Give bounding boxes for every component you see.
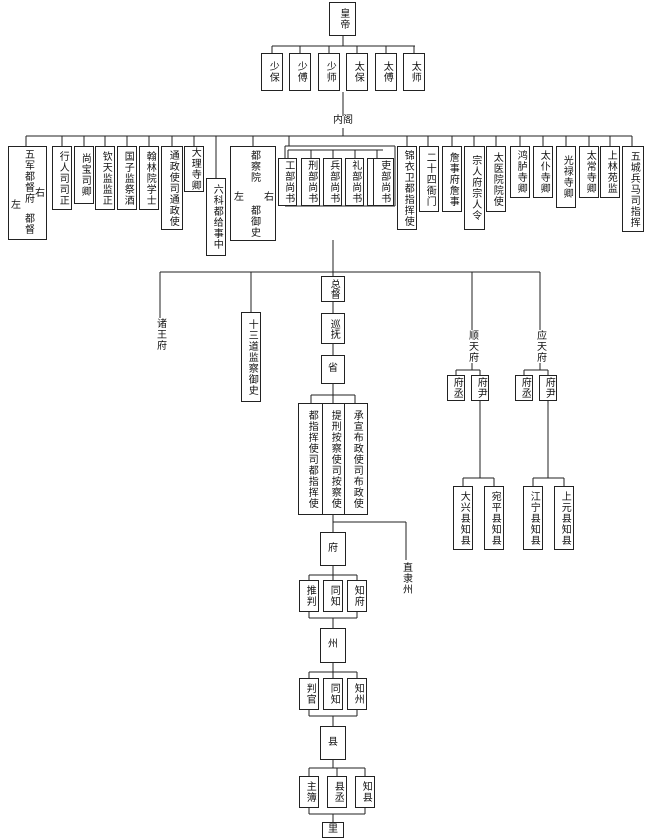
node-guozi: 国子监祭酒 [117, 146, 137, 210]
node-zhanshi: 詹事府詹事 [442, 146, 462, 212]
node-xingren: 行人司司正 [52, 146, 72, 210]
node-fu: 府 [320, 532, 346, 566]
node-zhubu: 主簿 [299, 776, 319, 808]
node-fuyin2: 府尹 [539, 375, 557, 401]
node-zhou: 州 [320, 628, 346, 663]
wujun-left-label: 左 [11, 200, 21, 211]
node-shangyuan: 上元县知县 [554, 486, 574, 550]
node-taichang: 太常寺卿 [579, 146, 599, 198]
node-jinyiwei: 锦衣卫都指挥使 [397, 146, 417, 230]
wujun-right-label: 右 [35, 188, 45, 199]
node-bingbu: 兵部尚书 [323, 158, 342, 206]
node-shisandao: 十三道监察御史 [241, 312, 261, 402]
node-shangbao: 尚宝司卿 [74, 146, 94, 204]
node-dali: 大理寺卿 [184, 146, 204, 192]
node-qintian: 钦天监监正 [95, 146, 115, 210]
node-fuyin1: 府尹 [471, 375, 489, 401]
node-chengxuan: 承宣布政使司布政使 [344, 403, 368, 515]
node-duchayuan: 都察院 左 右 都御史 [230, 146, 276, 241]
node-tuipan: 推判 [299, 580, 319, 612]
node-zongdu: 总督 [321, 276, 345, 302]
node-daxing: 大兴县知县 [453, 486, 473, 550]
node-hanlin: 翰林院学士 [139, 146, 159, 210]
node-wanping: 宛平县知县 [484, 486, 504, 550]
node-libu-personnel: 吏部尚书 [373, 158, 394, 206]
duchayuan-right-label: 右 [264, 192, 274, 203]
node-xian: 县 [320, 726, 346, 760]
node-sheng: 省 [321, 355, 345, 384]
node-libu-rites: 礼部尚书 [345, 158, 364, 206]
node-emperor: 皇帝 [329, 2, 356, 36]
node-xiancheng: 县丞 [327, 776, 347, 808]
node-tongzhi-fu: 同知 [323, 580, 343, 612]
node-honglu: 鸿胪寺卿 [510, 146, 530, 198]
node-zhilizhou: 直隶州 [400, 562, 412, 595]
node-panguan: 判官 [299, 678, 319, 710]
node-zhuwangfu: 诸王府 [154, 318, 166, 351]
duchayuan-left-label: 左 [234, 192, 244, 203]
node-tongzhi-zhou: 同知 [323, 678, 343, 710]
node-fucheng2: 府丞 [515, 375, 533, 401]
node-wucheng: 五城兵马司指挥 [622, 146, 644, 232]
node-wujun: 五军都督府 左 右 都督 [8, 146, 47, 240]
node-xingbu: 刑部尚书 [301, 158, 320, 206]
node-fucheng1: 府丞 [447, 375, 465, 401]
node-shuntian: 顺天府 [466, 330, 478, 363]
node-taishi: 太师 [403, 53, 425, 91]
node-shaofu: 少傅 [289, 53, 311, 91]
node-taifu: 太傅 [375, 53, 397, 91]
node-zhizhou: 知州 [347, 678, 367, 710]
node-taiyi: 太医院院使 [486, 146, 506, 212]
node-shaobao: 少保 [261, 53, 283, 91]
node-ershisi: 二十四衙门 [419, 146, 439, 212]
node-neige: 内阁 [329, 115, 357, 127]
wujun-title: 五军都督府 [22, 149, 34, 204]
node-jiangning: 江宁县知县 [523, 486, 543, 550]
node-tongzheng: 通政使司通政使 [161, 146, 183, 230]
node-shaoshi: 少师 [318, 53, 340, 91]
node-zhifu: 知府 [347, 580, 367, 612]
duchayuan-duyushi: 都御史 [248, 205, 260, 238]
node-taipu: 太仆寺卿 [533, 146, 553, 198]
node-li: 里 [322, 822, 344, 838]
wujun-dudu: 都督 [22, 213, 34, 235]
node-yingtian: 应天府 [534, 330, 546, 363]
node-taibao: 太保 [346, 53, 368, 91]
node-shanglin: 上林苑监 [600, 146, 620, 198]
node-duzhihui: 都指挥使司都指挥使 [298, 403, 324, 515]
node-gongbu: 工部尚书 [278, 158, 297, 206]
node-xunfu: 巡抚 [321, 313, 345, 344]
node-tixing: 提刑按察使司按察使 [322, 403, 346, 515]
node-zhixian: 知县 [355, 776, 375, 808]
node-zongren: 宗人府宗人令 [464, 146, 485, 230]
node-liuke: 六科都给事中 [206, 178, 226, 256]
node-guanglu: 光禄寺卿 [556, 146, 576, 208]
duchayuan-title: 都察院 [248, 150, 260, 183]
